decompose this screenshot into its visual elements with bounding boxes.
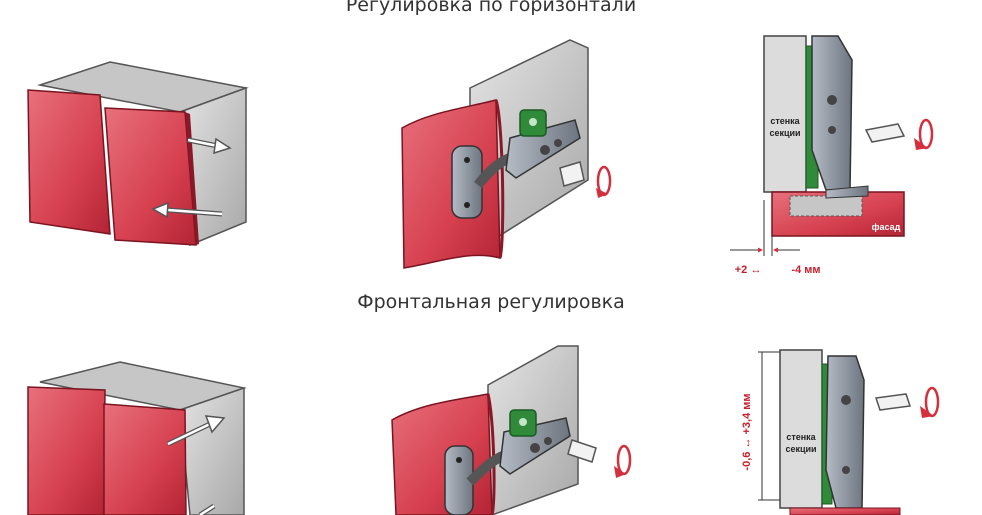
screwdriver-icon — [864, 123, 906, 143]
rotate-arrow-icon — [914, 118, 934, 150]
section-title-horizontal: Регулировка по горизонтали — [345, 0, 637, 16]
screwdriver-icon — [875, 393, 911, 411]
facade-label: фасад — [872, 222, 901, 232]
rotate-arrow-icon — [614, 444, 632, 478]
rotate-arrow-icon — [920, 386, 940, 418]
range-separator-arrow: ↔ — [751, 264, 762, 276]
direction-arrow-icon — [166, 415, 226, 447]
wall-label-line2: секции — [785, 444, 816, 454]
range-minus-label: -4 мм — [791, 264, 820, 276]
hinge-illustration-horizontal — [401, 39, 612, 269]
wall-label-line1: стенка — [786, 432, 816, 442]
screwdriver-icon — [567, 439, 597, 463]
cabinet-illustration-horizontal — [27, 61, 249, 247]
direction-arrow-icon — [151, 201, 223, 219]
screwdriver-icon — [559, 161, 585, 187]
wall-label-line2: секции — [769, 128, 800, 138]
hinge-sideview-frontal — [758, 349, 940, 515]
range-plus-label: +2 — [735, 264, 748, 276]
rotate-arrow-icon — [596, 165, 612, 198]
direction-arrow-icon — [187, 137, 232, 155]
range-vertical-label: -0,6 ↔ +3,4 мм — [741, 393, 753, 470]
hinge-illustration-frontal — [391, 345, 632, 515]
wall-label-line1: стенка — [770, 116, 800, 126]
cabinet-illustration-frontal — [27, 361, 247, 515]
section-title-frontal: Фронтальная регулировка — [357, 291, 625, 313]
direction-arrow-icon — [198, 503, 216, 515]
hinge-sideview-horizontal — [730, 35, 934, 256]
